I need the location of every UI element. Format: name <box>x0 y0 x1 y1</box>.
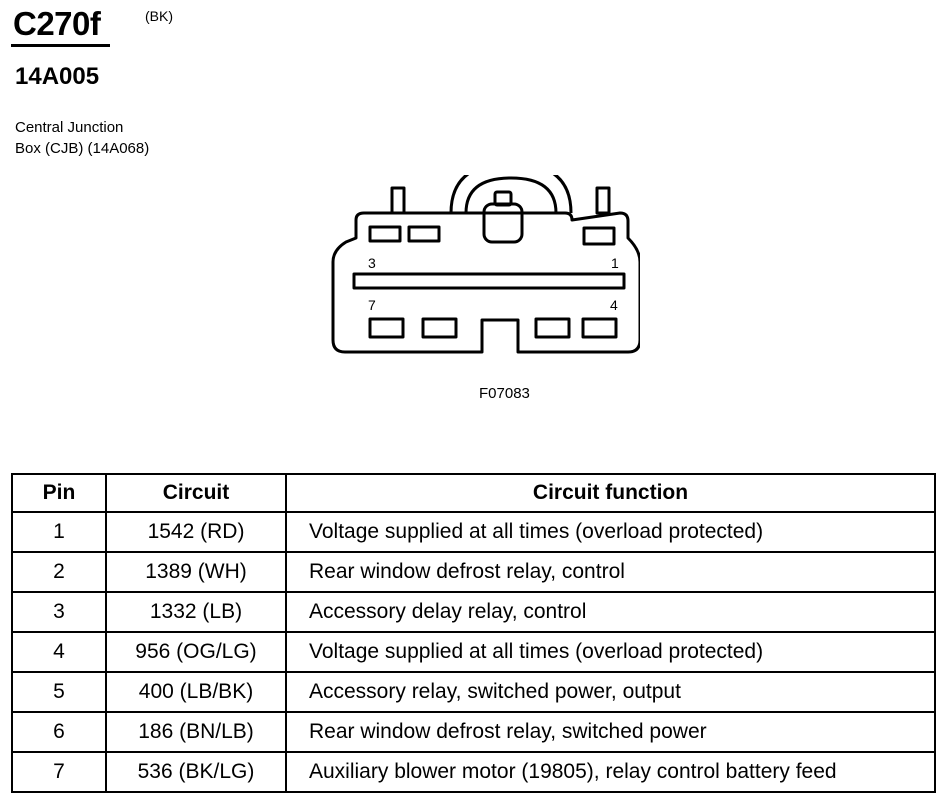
connector-id-underline <box>11 44 110 47</box>
connector-body-outline <box>331 211 640 354</box>
latch-arch-inner <box>464 176 558 214</box>
lower-terminal <box>421 317 458 339</box>
pin-cell: 7 <box>11 751 107 793</box>
pin-cell: 4 <box>11 631 107 673</box>
bus-bar-slot <box>352 272 626 290</box>
right-post <box>595 186 611 215</box>
pin-label-1: 1 <box>611 255 619 271</box>
upper-terminal <box>582 226 616 246</box>
function-cell: Auxiliary blower motor (19805), relay co… <box>285 751 936 793</box>
pin-label-4: 4 <box>610 297 618 313</box>
circuit-cell: 536 (BK/LG) <box>105 751 287 793</box>
circuit-cell: 956 (OG/LG) <box>105 631 287 673</box>
table-row: 4 956 (OG/LG) Voltage supplied at all ti… <box>11 631 936 673</box>
latch-tab <box>482 202 524 244</box>
table-row: 6 186 (BN/LB) Rear window defrost relay,… <box>11 711 936 753</box>
part-number: 14A005 <box>15 63 100 90</box>
figure-id: F07083 <box>479 385 530 402</box>
table-row: 7 536 (BK/LG) Auxiliary blower motor (19… <box>11 751 936 793</box>
pin-cell: 5 <box>11 671 107 713</box>
upper-terminal <box>407 225 441 243</box>
table-row: 1 1542 (RD) Voltage supplied at all time… <box>11 511 936 553</box>
upper-terminal <box>368 225 402 243</box>
pin-label-7: 7 <box>368 297 376 313</box>
function-cell: Rear window defrost relay, control <box>285 551 936 593</box>
pin-table-header: Pin Circuit Circuit function <box>11 473 936 513</box>
lower-terminal <box>534 317 571 339</box>
pin-table: Pin Circuit Circuit function 1 1542 (RD)… <box>11 473 936 793</box>
table-row: 2 1389 (WH) Rear window defrost relay, c… <box>11 551 936 593</box>
left-post <box>390 186 406 215</box>
pin-cell: 3 <box>11 591 107 633</box>
pin-cell: 1 <box>11 511 107 553</box>
header-circuit-function: Circuit function <box>285 473 936 513</box>
table-row: 5 400 (LB/BK) Accessory relay, switched … <box>11 671 936 713</box>
connector-color-code: (BK) <box>145 8 173 24</box>
connector-location: Central Junction Box (CJB) (14A068) <box>15 117 149 159</box>
location-line-2: Box (CJB) (14A068) <box>15 140 150 157</box>
location-line-1: Central Junction <box>15 119 124 136</box>
circuit-cell: 400 (LB/BK) <box>105 671 287 713</box>
pin-label-3: 3 <box>368 255 376 271</box>
circuit-cell: 1542 (RD) <box>105 511 287 553</box>
circuit-cell: 186 (BN/LB) <box>105 711 287 753</box>
header-circuit: Circuit <box>105 473 287 513</box>
function-cell: Rear window defrost relay, switched powe… <box>285 711 936 753</box>
header-pin: Pin <box>11 473 107 513</box>
circuit-cell: 1332 (LB) <box>105 591 287 633</box>
pin-cell: 2 <box>11 551 107 593</box>
function-cell: Voltage supplied at all times (overload … <box>285 631 936 673</box>
latch-tab-top <box>493 190 513 207</box>
function-cell: Accessory relay, switched power, output <box>285 671 936 713</box>
table-row: 3 1332 (LB) Accessory delay relay, contr… <box>11 591 936 633</box>
circuit-cell: 1389 (WH) <box>105 551 287 593</box>
latch-arch <box>449 175 573 214</box>
lower-terminal <box>581 317 618 339</box>
connector-id: C270f <box>13 5 101 42</box>
pin-cell: 6 <box>11 711 107 753</box>
function-cell: Accessory delay relay, control <box>285 591 936 633</box>
function-cell: Voltage supplied at all times (overload … <box>285 511 936 553</box>
connector-face-diagram: 3 1 7 4 <box>331 175 640 354</box>
lower-terminal <box>368 317 405 339</box>
